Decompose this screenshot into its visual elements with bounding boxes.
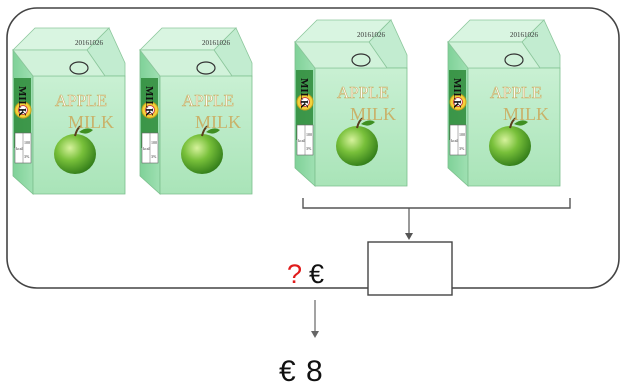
answer-box[interactable]	[367, 241, 453, 296]
diagram-frame	[6, 7, 620, 289]
milk-carton-4: 20161026 MILK APPLE MILK kcal 100 3%	[447, 19, 561, 187]
carton-side-text: MILK	[451, 78, 463, 109]
carton-table-right: 100	[24, 140, 30, 145]
milk-carton-1: 20161026 MILK APPLE MILK kcal 100 3%	[12, 27, 126, 195]
carton-date: 20161026	[510, 31, 539, 39]
carton-side-text: MILK	[143, 86, 155, 117]
carton-table-left: kcal	[298, 138, 306, 143]
carton-table-right: 100	[151, 140, 157, 145]
milk-carton-3: 20161026 MILK APPLE MILK kcal 100 3%	[294, 19, 408, 187]
carton-label-milk: MILK	[195, 112, 241, 132]
total-amount: 8	[306, 355, 323, 388]
carton-date: 20161026	[75, 39, 104, 47]
carton-table-right-2: 3%	[459, 146, 465, 151]
question-currency: €	[309, 259, 324, 289]
question-mark: ?	[287, 259, 302, 289]
carton-date: 20161026	[357, 31, 386, 39]
bracket-arrow-head	[405, 233, 413, 240]
carton-label-milk: MILK	[68, 112, 114, 132]
carton-side-text: MILK	[298, 78, 310, 109]
carton-table-right: 100	[306, 132, 312, 137]
carton-side-text: MILK	[16, 86, 28, 117]
total-arrow-head	[311, 331, 319, 338]
carton-table-left: kcal	[16, 146, 24, 151]
carton-table-left: kcal	[143, 146, 151, 151]
group-bracket	[302, 198, 571, 209]
carton-table-right-2: 3%	[151, 154, 157, 159]
milk-carton-2: 20161026 MILK APPLE MILK kcal 100 3%	[139, 27, 253, 195]
carton-label-apple: APPLE	[182, 91, 234, 110]
carton-label-milk: MILK	[350, 104, 396, 124]
total-currency: €	[279, 355, 296, 388]
carton-table-right: 100	[459, 132, 465, 137]
carton-date: 20161026	[202, 39, 231, 47]
carton-label-milk: MILK	[503, 104, 549, 124]
carton-label-apple: APPLE	[337, 83, 389, 102]
carton-label-apple: APPLE	[55, 91, 107, 110]
carton-table-right-2: 3%	[306, 146, 312, 151]
carton-table-left: kcal	[451, 138, 459, 143]
carton-label-apple: APPLE	[490, 83, 542, 102]
carton-table-right-2: 3%	[24, 154, 30, 159]
